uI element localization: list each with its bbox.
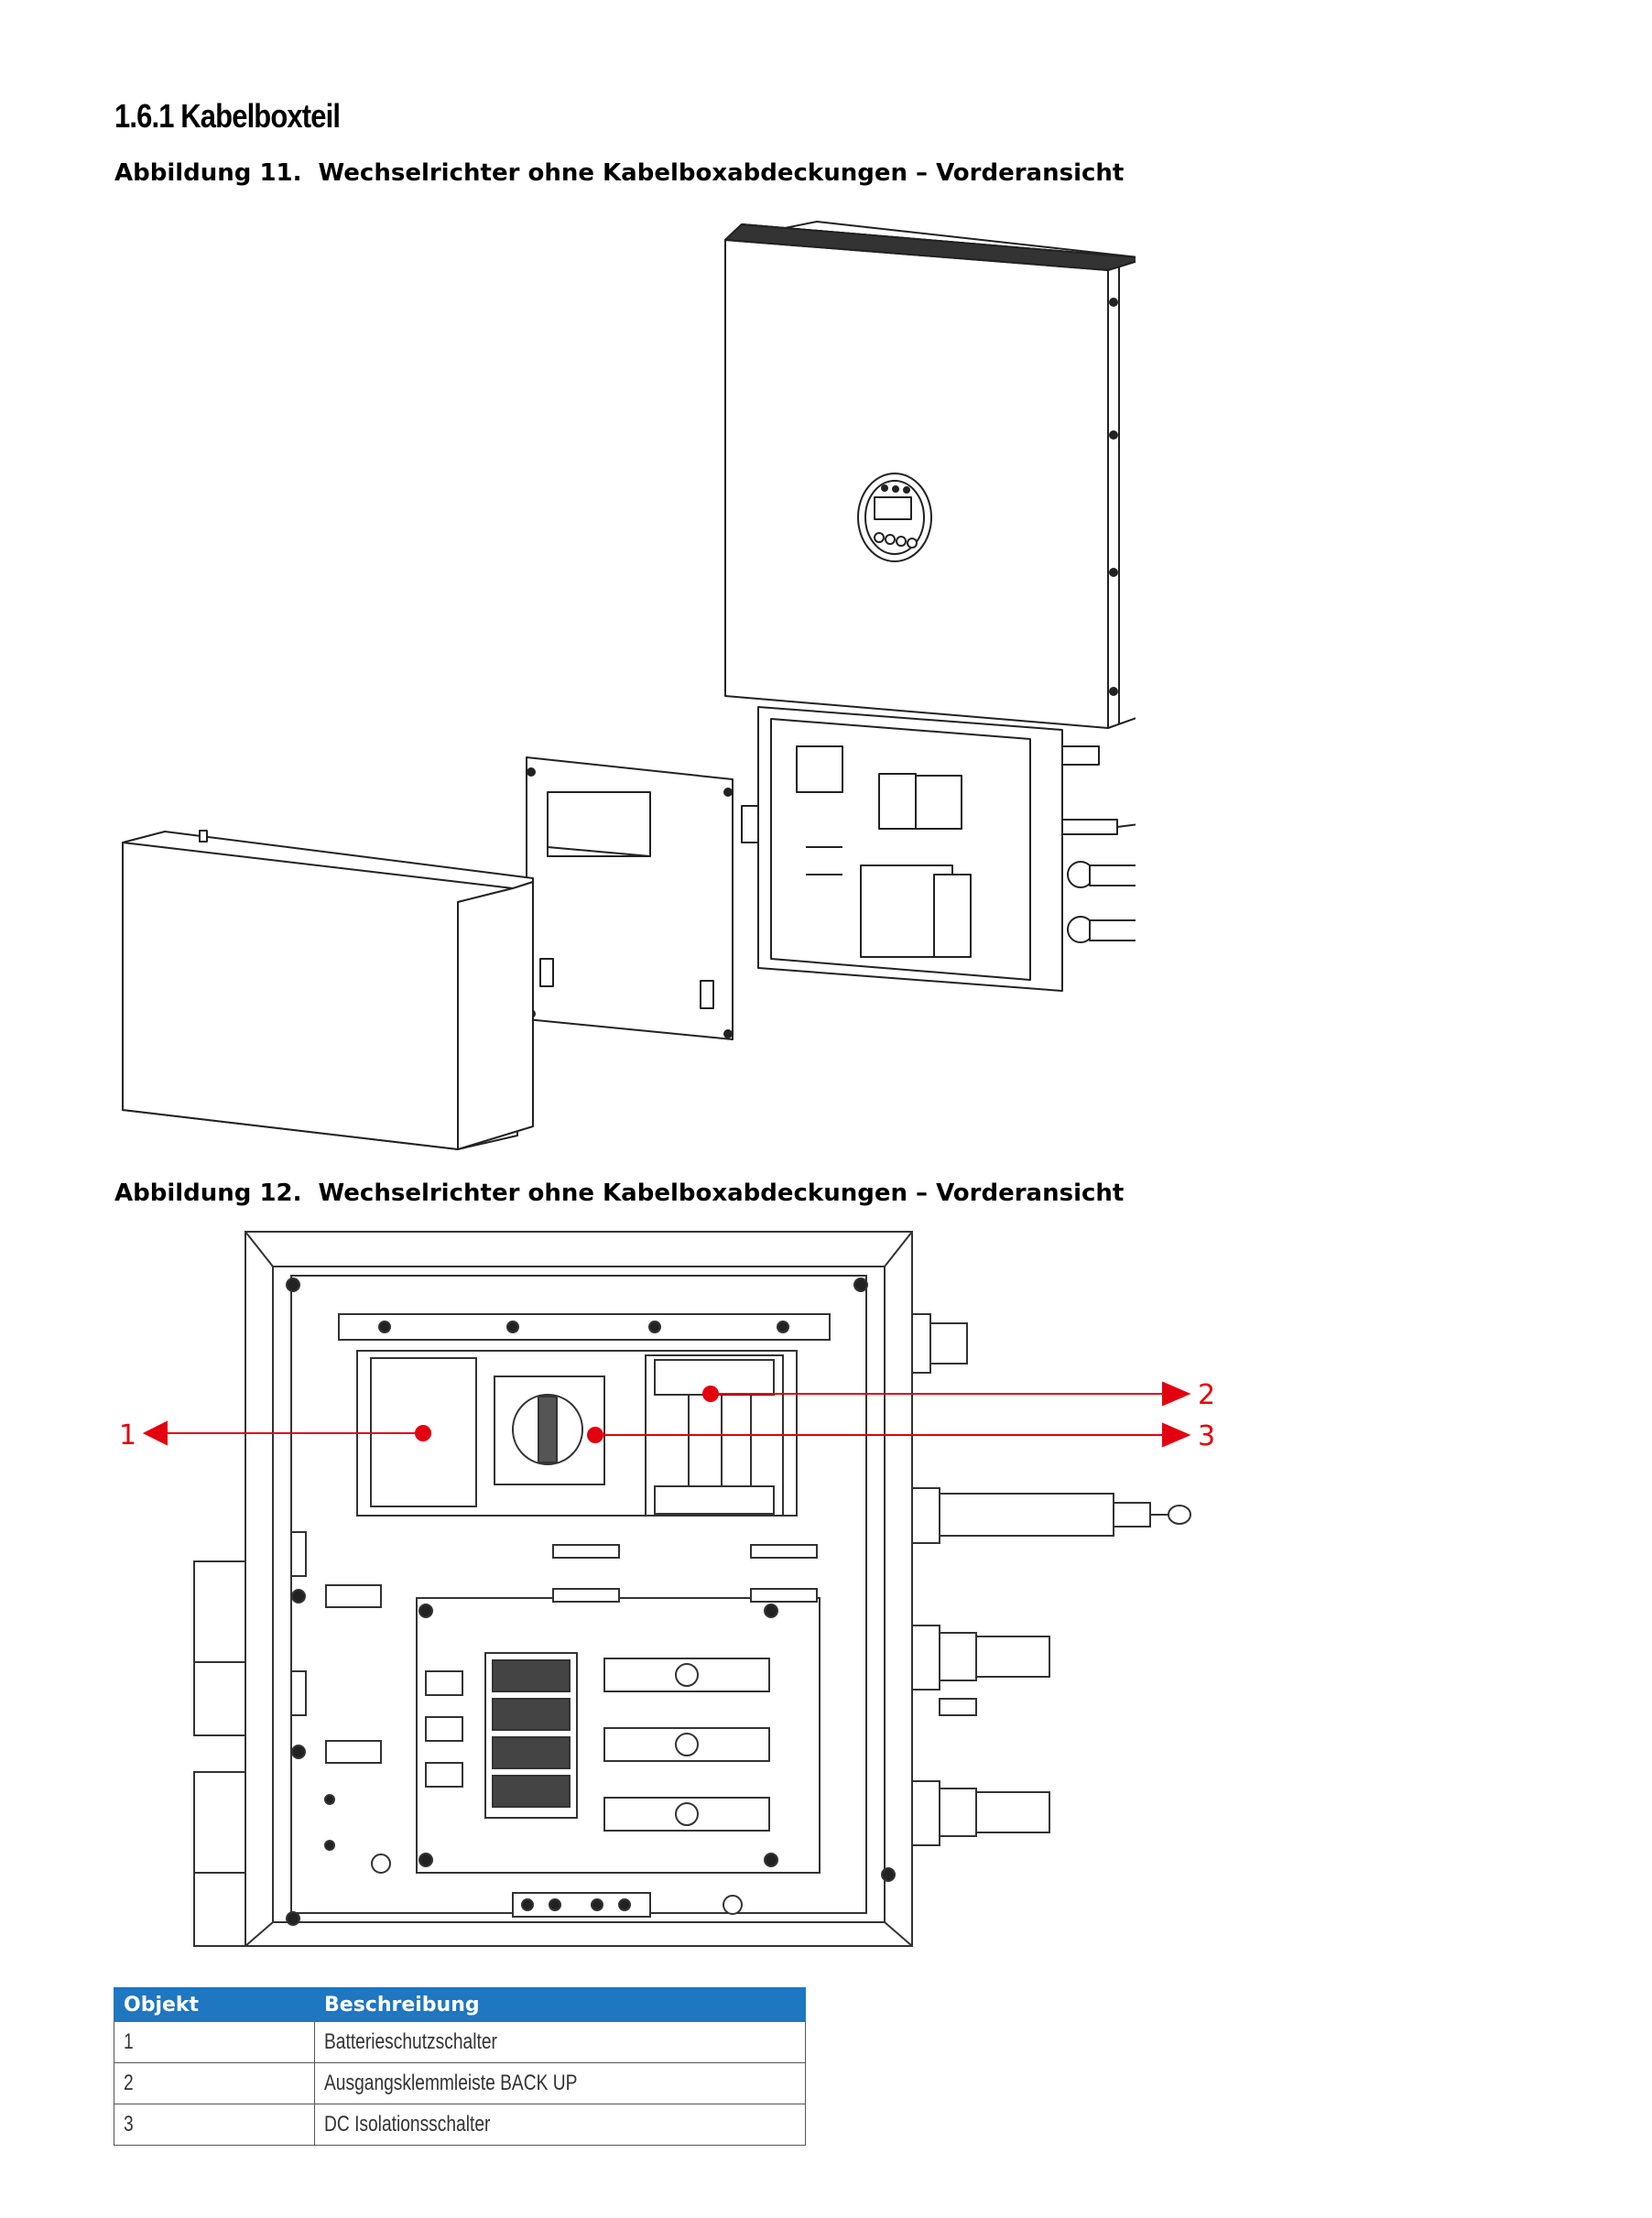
figure-11-label: Abbildung 11.: [114, 159, 302, 187]
table-row: 3 DC Isolationsschalter: [114, 2104, 806, 2146]
table-cell-description: Batterieschutzschalter: [314, 2021, 806, 2063]
callout-lines: [142, 1381, 1191, 1448]
section-title: 1.6.1 Kabelboxteil: [114, 97, 341, 135]
figure-12-label: Abbildung 12.: [114, 1180, 302, 1207]
column-header-beschreibung: Beschreibung: [314, 1987, 806, 2022]
table-cell-description: Ausgangsklemmleiste BACK UP: [314, 2062, 806, 2104]
column-header-objekt: Objekt: [114, 1987, 315, 2022]
table-cell-item: 3: [114, 2104, 315, 2146]
table-row: 2 Ausgangsklemmleiste BACK UP: [114, 2062, 806, 2104]
figure-11-caption: Abbildung 11. Wechselrichter ohne Kabelbo…: [114, 159, 1124, 187]
table-header-row: Objekt Beschreibung: [114, 1987, 806, 2022]
table-cell-item: 2: [114, 2062, 315, 2104]
figure-12-title: Wechselrichter ohne Kabelboxabdeckungen …: [318, 1180, 1125, 1207]
figure-11-drawing: [122, 221, 1136, 1150]
callout-2: 2: [1198, 1379, 1215, 1411]
callout-3: 3: [1198, 1420, 1215, 1452]
callout-1: 1: [119, 1419, 136, 1451]
figure-12-drawing: 1 2 3: [119, 1231, 1215, 1947]
table-cell-item: 1: [114, 2021, 315, 2063]
table-row: 1 Batterieschutzschalter: [114, 2021, 806, 2063]
table-cell-description: DC Isolationsschalter: [314, 2104, 806, 2146]
legend-table: Objekt Beschreibung 1 Batterieschutzscha…: [114, 1987, 806, 2146]
figure-12-caption: Abbildung 12. Wechselrichter ohne Kabelbo…: [114, 1180, 1124, 1207]
figure-11-title: Wechselrichter ohne Kabelboxabdeckungen …: [318, 159, 1125, 187]
